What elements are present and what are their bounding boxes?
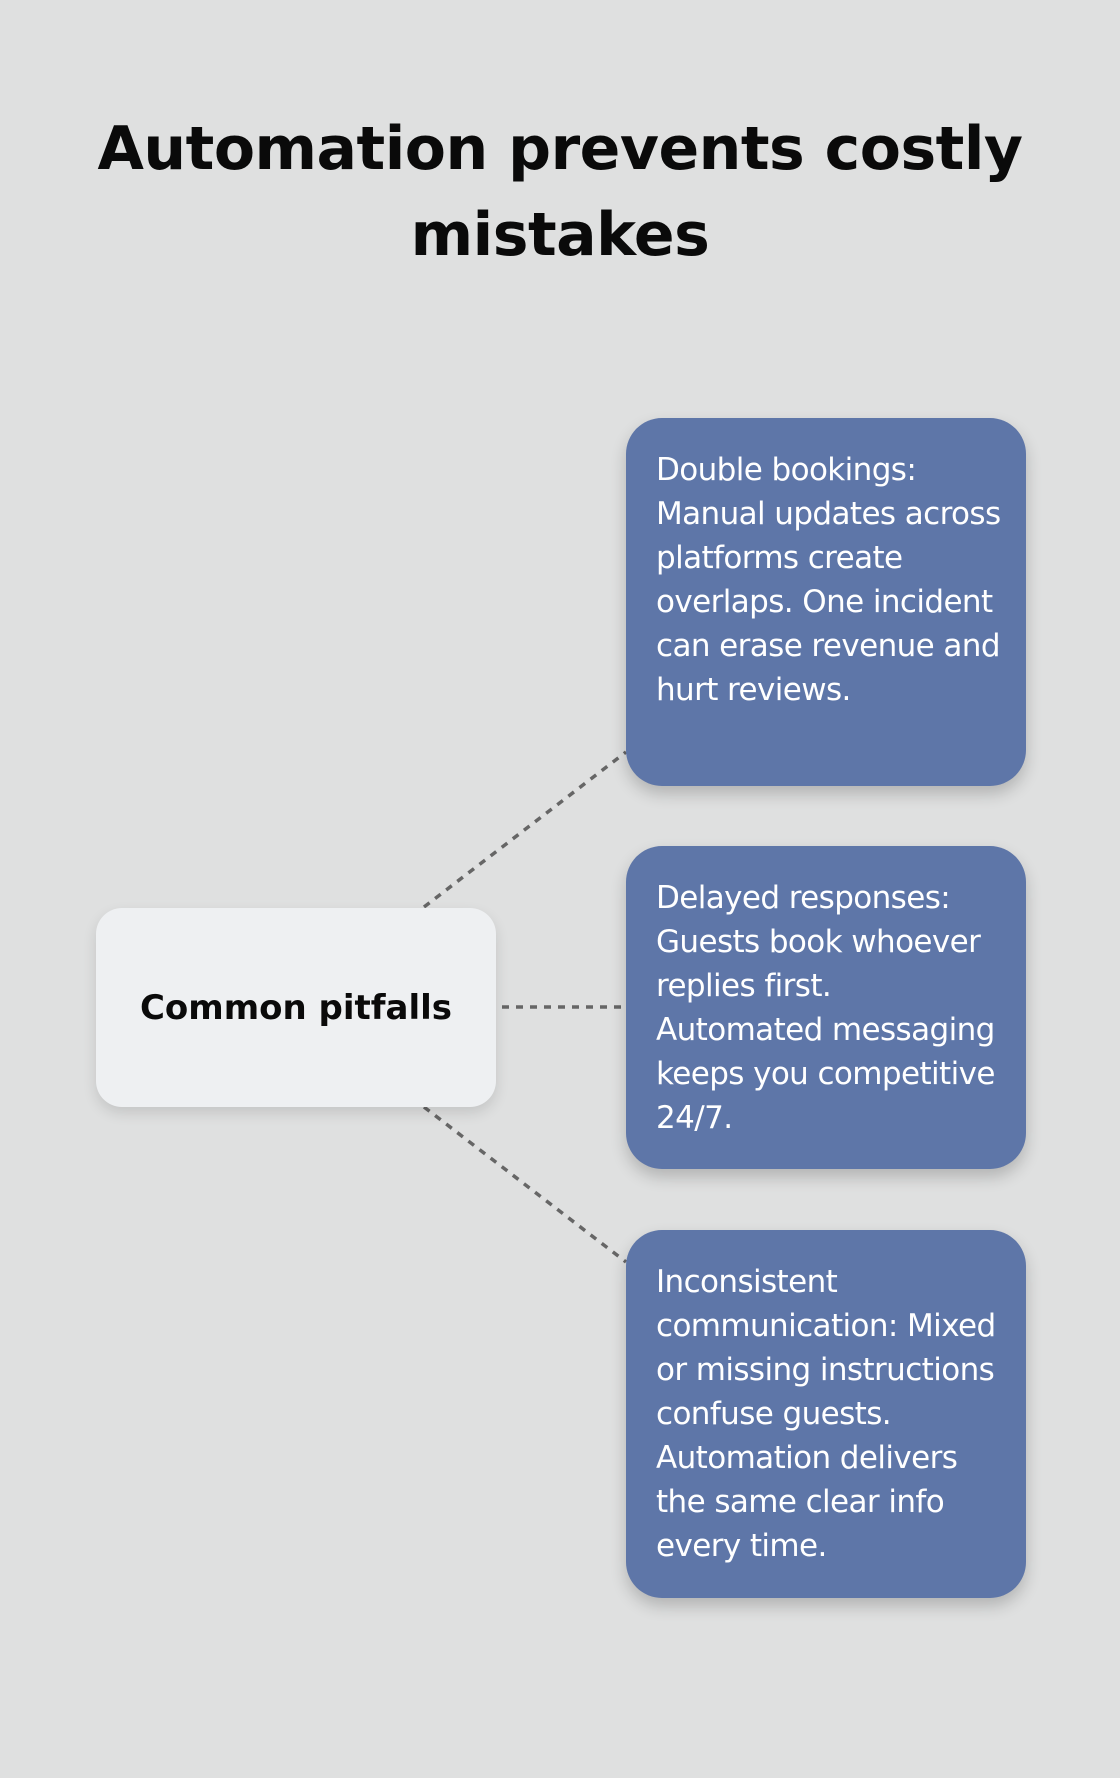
branch-card-double-bookings: Double bookings: Manual updates across p… [626,418,1026,786]
connector-line-bottom [422,1105,628,1264]
center-node-label: Common pitfalls [139,987,453,1028]
branch-card-text: Double bookings: Manual updates across p… [656,452,1001,708]
branch-card-delayed-responses: Delayed responses: Guests book whoever r… [626,846,1026,1169]
branch-card-text: Inconsistent communication: Mixed or mis… [656,1264,996,1564]
center-node: Common pitfalls [96,908,496,1107]
branch-card-inconsistent-communication: Inconsistent communication: Mixed or mis… [626,1230,1026,1598]
connector-line-top [422,750,628,909]
branch-card-text: Delayed responses: Guests book whoever r… [656,880,995,1136]
diagram-title: Automation prevents costly mistakes [97,114,1023,270]
